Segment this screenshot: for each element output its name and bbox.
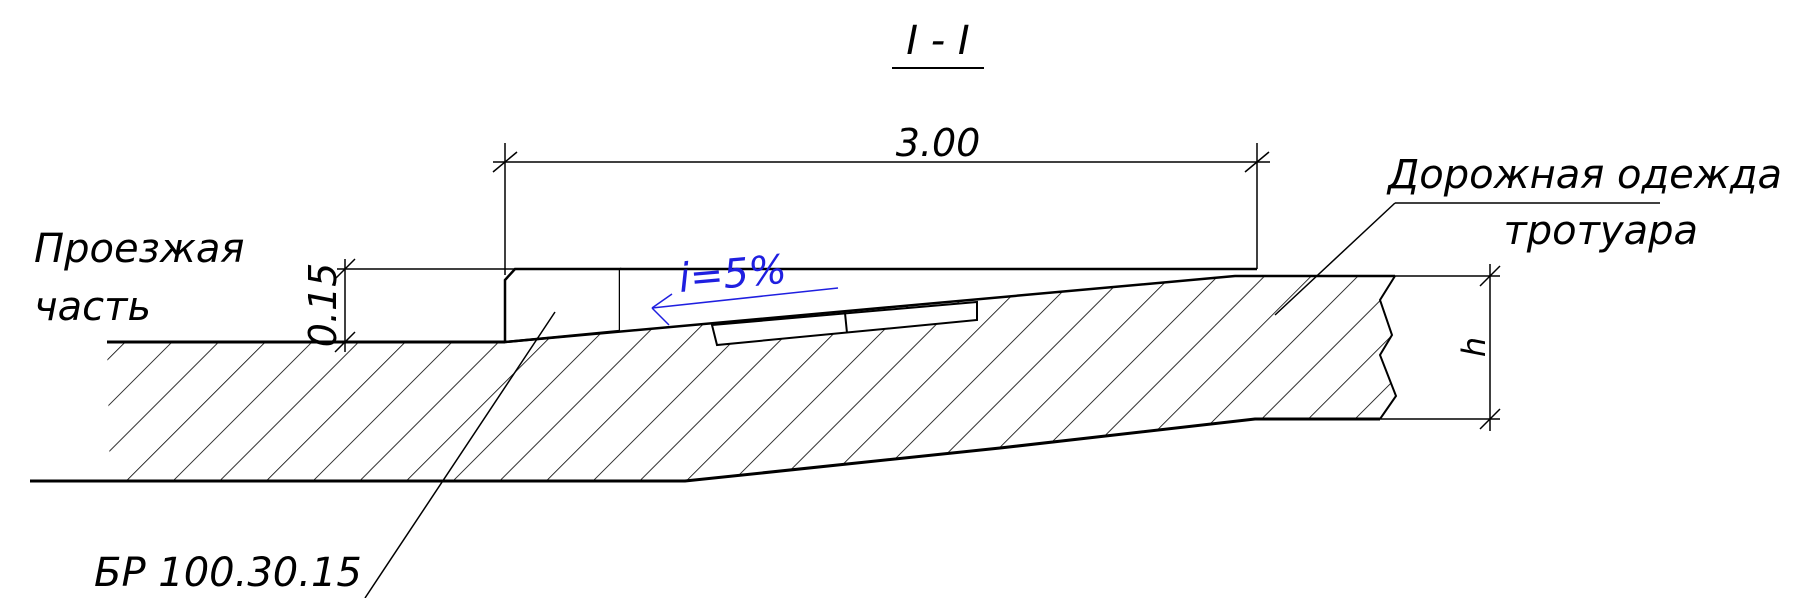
sidewalk-pavement	[620, 269, 1257, 331]
dimension-thickness-label: h	[1455, 337, 1493, 357]
sidewalk-slope-line	[504, 274, 1395, 344]
roadway-label-line1: Проезжая	[34, 226, 244, 272]
buried-slab-joint	[844, 312, 848, 334]
dimension-thickness	[1380, 264, 1501, 431]
sidewalk-label-line2: тротуара	[1503, 208, 1698, 254]
curb-mark-leader	[364, 311, 556, 598]
sidewalk-label-line1: Дорожная одежда	[1386, 152, 1782, 198]
dimension-width-label: 3.00	[896, 121, 981, 165]
curb-mark-label: БР 100.30.15	[94, 550, 362, 596]
slope-arrow	[651, 287, 839, 326]
break-line	[1378, 275, 1398, 420]
buried-slab	[710, 300, 978, 347]
roadway-label-line2: часть	[34, 284, 151, 330]
dimension-height	[334, 258, 515, 353]
curb-stone	[503, 267, 622, 344]
dimension-height-label: 0.15	[301, 263, 345, 348]
slope-label: i=5%	[677, 247, 789, 302]
section-title: I - I	[906, 18, 969, 64]
dimension-width	[492, 143, 1270, 275]
soil-hatched-area	[107, 276, 1396, 481]
sidewalk-label-leader	[1274, 202, 1396, 316]
bottom-ground-line	[30, 417, 1380, 483]
